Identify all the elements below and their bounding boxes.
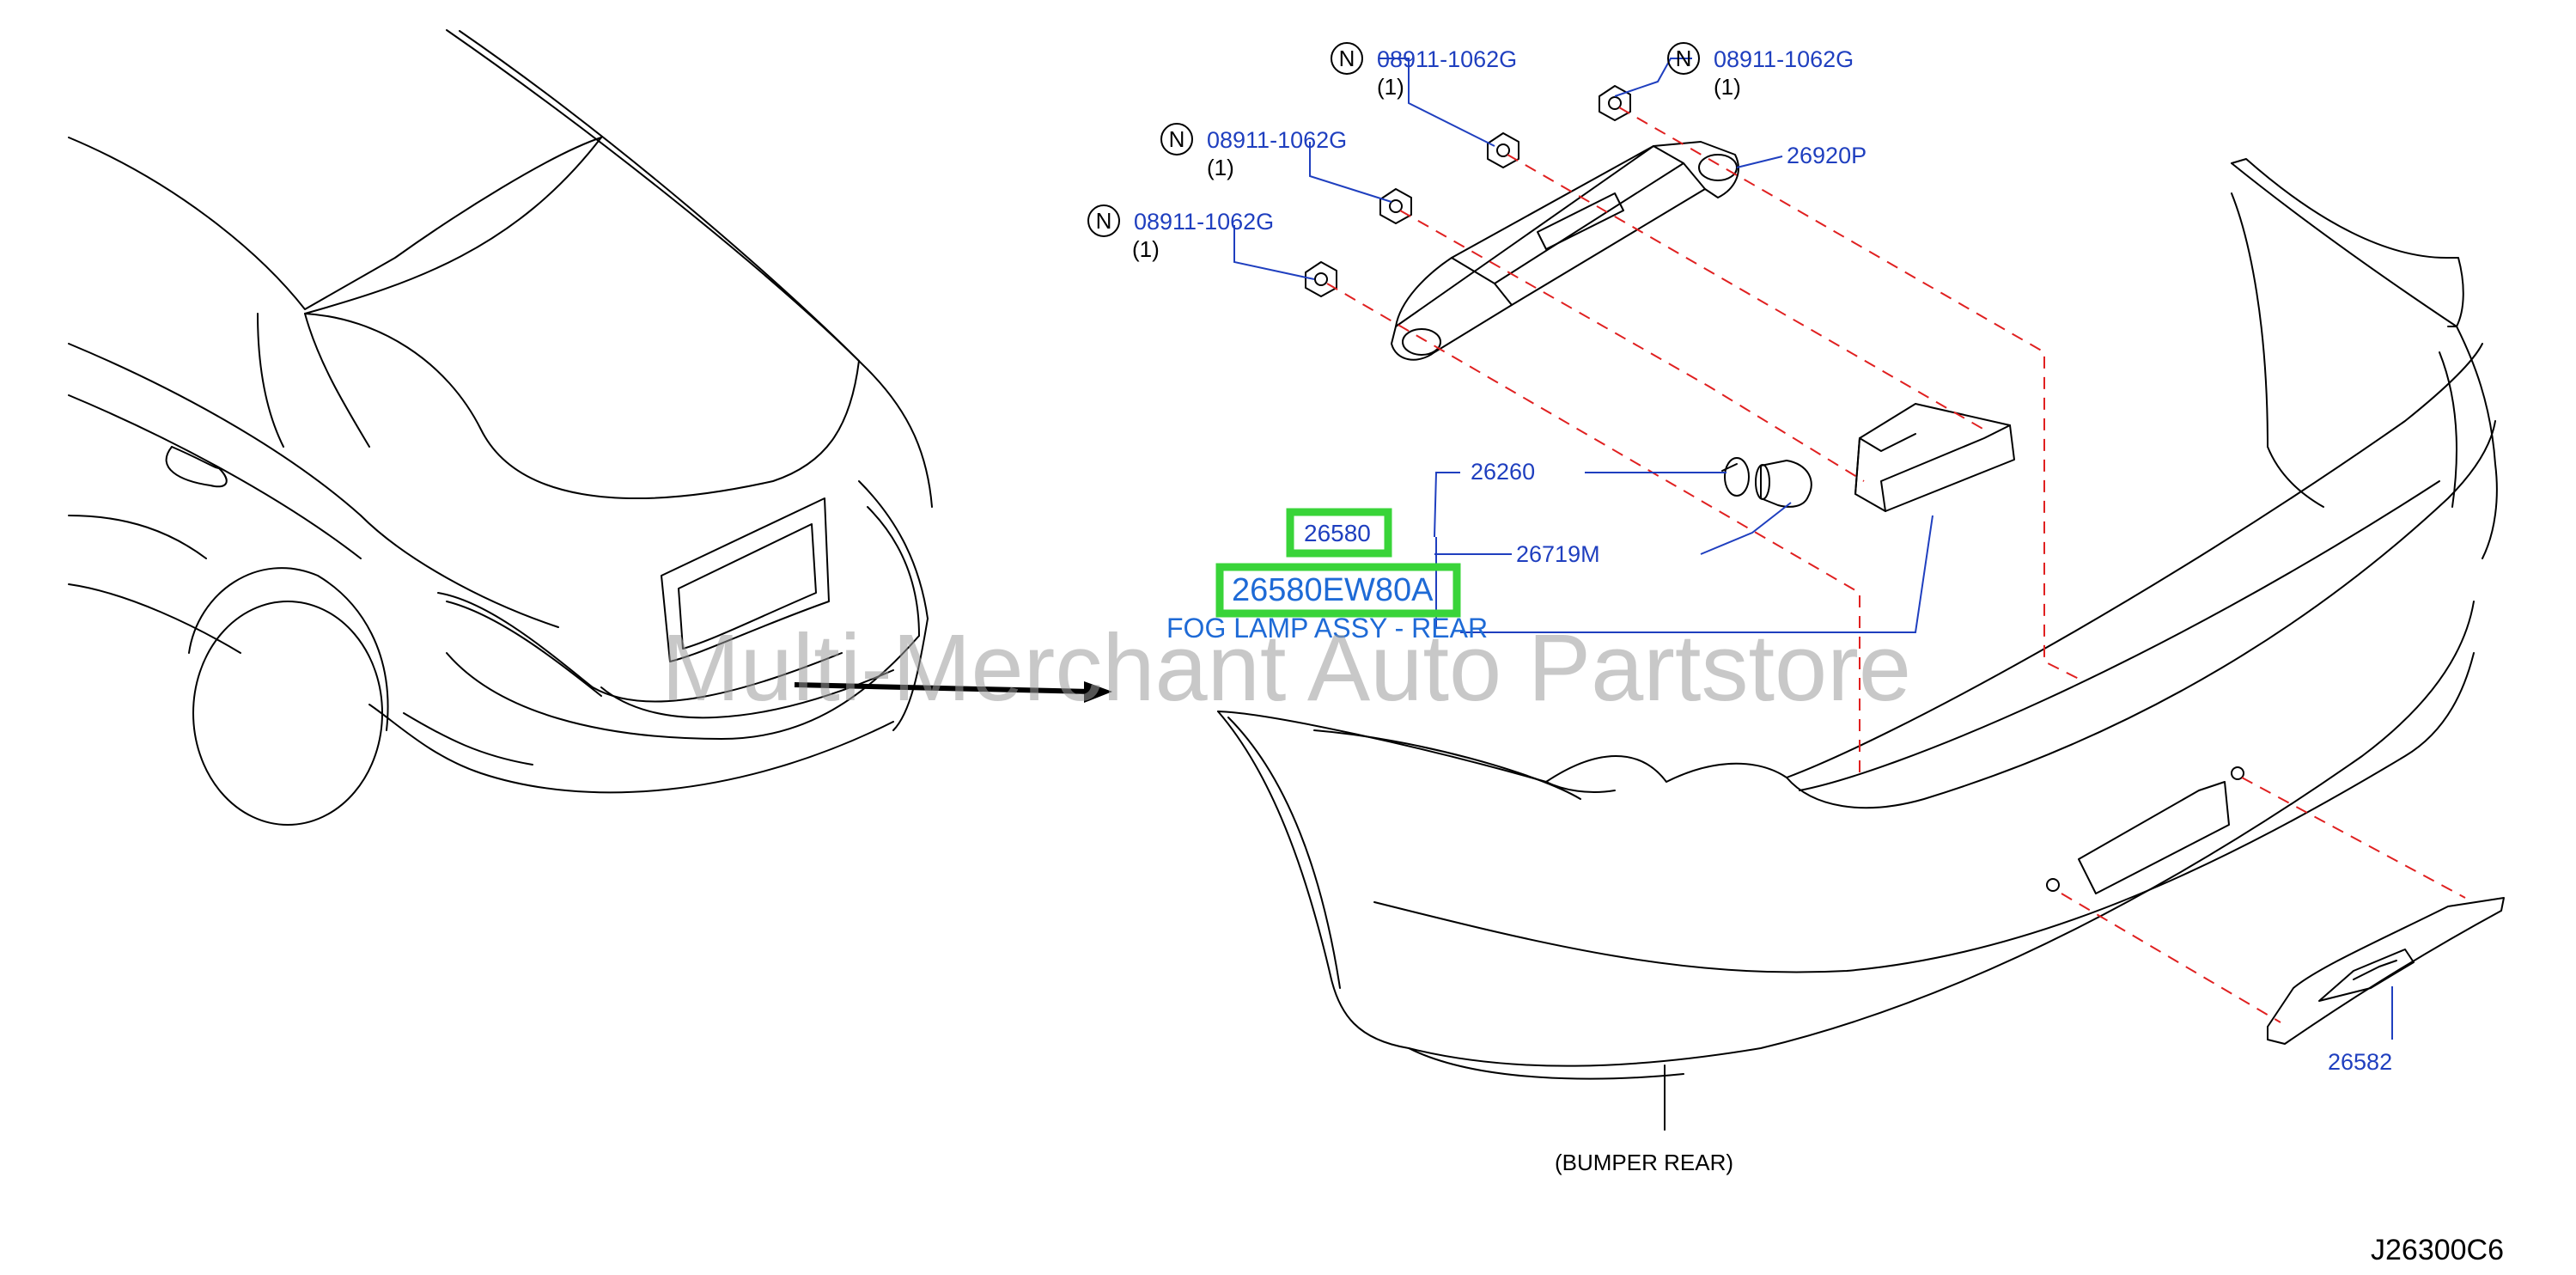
highlight-box	[1215, 563, 1461, 618]
part-label-assembly[interactable]: 26580	[1304, 520, 1371, 546]
bracket-illustration	[1391, 141, 1739, 361]
circle-n-icon	[1160, 123, 1193, 156]
fastener-quantity: (1)	[1132, 236, 1160, 262]
socket-illustration	[1721, 457, 1750, 497]
fastener-part-number[interactable]: 08911-1062G	[1714, 46, 1854, 72]
fastener-quantity: (1)	[1714, 74, 1741, 100]
fastener-quantity: (1)	[1207, 155, 1234, 180]
assembly-guide-lines	[1326, 107, 2466, 1023]
bulb-illustration	[1755, 460, 1812, 508]
fog-lamp-illustration	[1854, 403, 2015, 512]
circle-n-icon	[1667, 42, 1700, 75]
highlighted-assembly-callout[interactable]: 26580	[1286, 508, 1392, 558]
nut-illustrations	[1305, 85, 1631, 297]
highlight-box	[1286, 508, 1392, 558]
bumper-label: (BUMPER REAR)	[1555, 1150, 1733, 1175]
fastener-callout-4[interactable]: N 08911-1062G (1)	[1087, 204, 1274, 262]
watermark: Multi-Merchant Auto Partstore	[661, 615, 1911, 721]
oem-part-number[interactable]: 26580EW80A	[1232, 572, 1434, 608]
diagram-code: J26300C6	[2371, 1234, 2504, 1266]
fastener-quantity: (1)	[1377, 74, 1404, 100]
fastener-symbol: N	[1096, 208, 1112, 234]
finisher-illustration	[2267, 897, 2505, 1045]
rear-bumper-illustration	[1217, 158, 2498, 1131]
part-label-bulb[interactable]: 26719M	[1516, 541, 1600, 567]
fastener-symbol: N	[1676, 46, 1692, 71]
fastener-callout-2[interactable]: N 08911-1062G (1)	[1667, 42, 1854, 100]
detail-arrow	[794, 681, 1112, 703]
fastener-part-number[interactable]: 08911-1062G	[1134, 209, 1274, 235]
fastener-callout-1[interactable]: N 08911-1062G (1)	[1331, 42, 1517, 100]
circle-n-icon	[1331, 42, 1363, 75]
highlighted-oem-callout[interactable]: 26580EW80A FOG LAMP ASSY - REAR	[1166, 563, 1488, 644]
car-rear-view-illustration	[68, 29, 933, 826]
fastener-callout-3[interactable]: N 08911-1062G (1)	[1160, 123, 1347, 180]
part-label-bracket[interactable]: 26920P	[1787, 143, 1867, 168]
circle-n-icon	[1087, 204, 1120, 237]
fastener-part-number[interactable]: 08911-1062G	[1377, 46, 1517, 72]
part-label-socket[interactable]: 26260	[1471, 459, 1535, 485]
part-description: FOG LAMP ASSY - REAR	[1166, 613, 1488, 644]
fastener-symbol: N	[1339, 46, 1355, 71]
part-label-finisher[interactable]: 26582	[2328, 1049, 2392, 1075]
fastener-symbol: N	[1169, 126, 1185, 152]
fastener-part-number[interactable]: 08911-1062G	[1207, 127, 1347, 153]
